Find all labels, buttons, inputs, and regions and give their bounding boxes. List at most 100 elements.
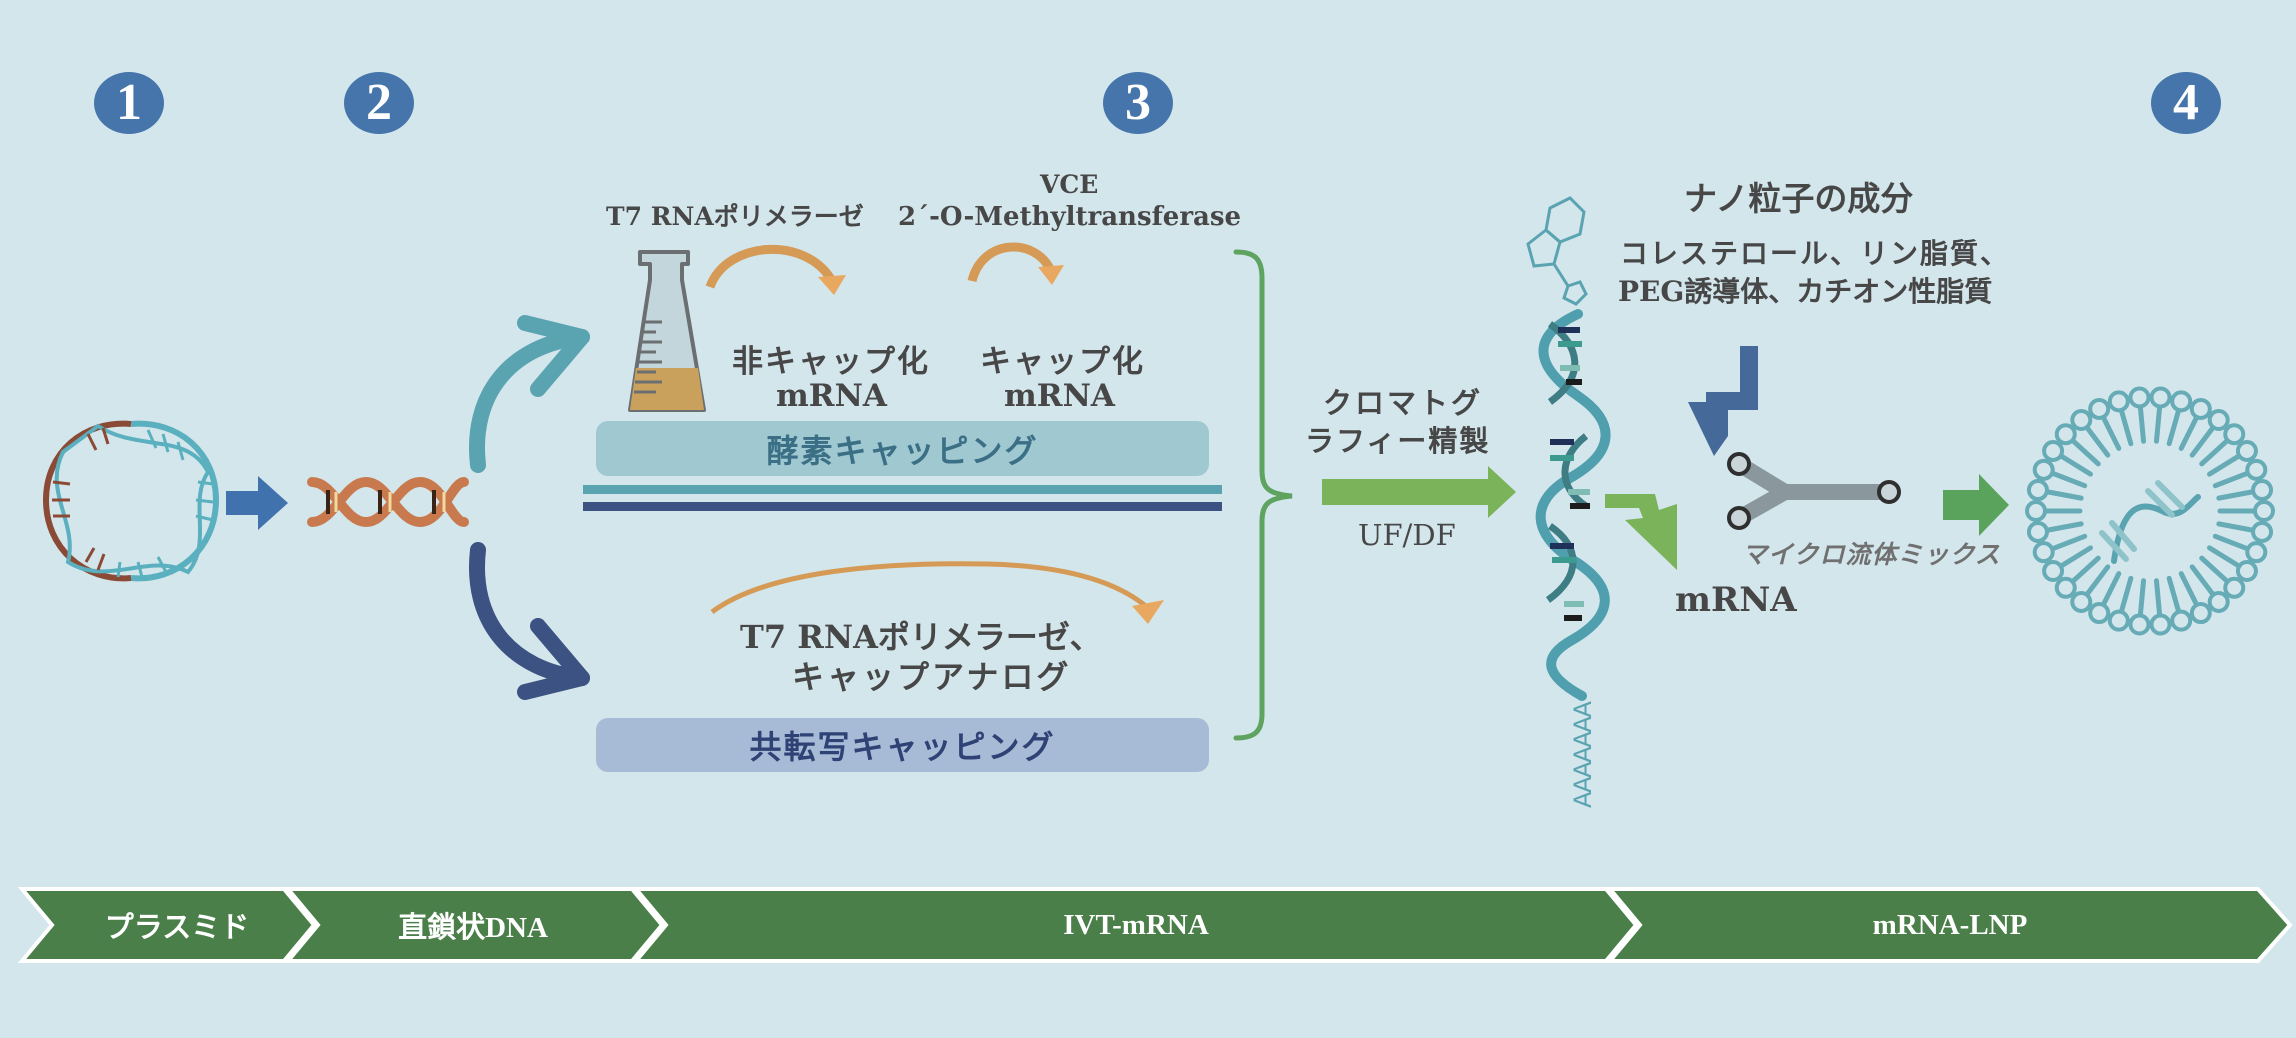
step-badge-2: 2: [344, 72, 414, 134]
cotranscriptional-capping-box: 共転写キャッピング: [596, 718, 1209, 772]
lipid-tail: [2050, 533, 2088, 552]
purification-label-1: クロマトグ: [1323, 386, 1484, 420]
branch-arrow-down-icon: [469, 542, 590, 700]
lipid-tail: [2153, 404, 2163, 444]
polya-tail-label: AAAAAAA: [1569, 703, 1597, 808]
lipid-head: [2128, 613, 2151, 636]
lipid-head: [2026, 520, 2049, 543]
enzyme-arrow-2-icon: [967, 242, 1064, 285]
lipid-head: [2245, 458, 2268, 481]
nanoparticle-components-2: PEG誘導体、カチオン性脂質: [1618, 275, 1993, 308]
mrna-label: mRNA: [1675, 580, 1797, 620]
lipid-tail: [2216, 489, 2255, 501]
divider-navy: [583, 502, 1222, 511]
lipid-tail: [2199, 438, 2230, 467]
step-badge-4: 4: [2151, 72, 2221, 134]
arrow-right-icon: [226, 476, 288, 530]
nanoparticle-title: ナノ粒子の成分: [1684, 179, 1914, 218]
lipid-tail: [2050, 470, 2088, 489]
lipid-tail: [2166, 575, 2181, 614]
lipid-tail: [2212, 533, 2250, 552]
uncapped-mrna-label-1: 非キャップ化: [732, 344, 930, 380]
lipid-tail: [2199, 555, 2230, 584]
lipid-head: [2070, 409, 2093, 432]
lipid-head: [2042, 439, 2065, 462]
lipid-head: [2107, 390, 2130, 413]
lipid-head: [2245, 541, 2268, 564]
lipid-head: [2088, 602, 2111, 625]
lipid-tail: [2084, 564, 2111, 597]
lipid-head: [2128, 386, 2151, 409]
lipid-head: [2223, 576, 2246, 599]
lipid-tail: [2045, 489, 2084, 501]
pipeline-segment-2: [283, 887, 665, 963]
lipid-tail: [2101, 571, 2122, 607]
lipid-tail: [2216, 521, 2255, 533]
lipid-tail: [2207, 545, 2241, 569]
lipid-head: [2054, 423, 2077, 446]
lipid-tail: [2059, 453, 2093, 477]
enzyme-vce-label: VCE: [1040, 170, 1099, 199]
lipid-tail: [2178, 571, 2199, 607]
lipid-head: [2189, 397, 2212, 420]
capped-mrna-label-1: キャップ化: [980, 344, 1145, 380]
purification-label-2: ラフィー精製: [1305, 424, 1491, 458]
lipid-tail: [2045, 521, 2084, 533]
divider-teal: [583, 485, 1222, 494]
lipid-tail: [2207, 453, 2241, 477]
lipid-tail: [2212, 470, 2250, 489]
pipeline-segment-1: [17, 887, 317, 963]
lipid-tail: [2137, 404, 2147, 444]
lipid-head: [2054, 576, 2077, 599]
lipid-tail: [2070, 555, 2101, 584]
pipeline-segment-4: [1605, 887, 2293, 963]
lipid-nanoparticle-icon: [2025, 386, 2275, 636]
cotranscription-arrow-icon: [710, 561, 1164, 624]
plasmid-icon: [43, 420, 219, 582]
lipid-head: [2251, 479, 2274, 502]
lipid-head: [2235, 560, 2258, 583]
lipid-input-arrow-icon: [1688, 346, 1758, 456]
lipid-tail: [2153, 578, 2163, 618]
branch-arrow-up-icon: [469, 315, 590, 473]
pipeline-label-ivt-mrna: IVT-mRNA: [1063, 908, 1209, 941]
pipeline-label-plasmid: プラスミド: [104, 912, 250, 944]
linear-dna-icon: [307, 476, 469, 528]
mrna-branch-arrow-icon: [1605, 494, 1677, 570]
microfluidic-mixer-icon: [1727, 452, 1901, 530]
lipid-tail: [2189, 564, 2216, 597]
uncapped-mrna-label-2: mRNA: [776, 378, 887, 414]
pipeline-label-mrna-lnp: mRNA-LNP: [1872, 908, 2028, 941]
lipid-head: [2025, 500, 2047, 522]
lipid-head: [2207, 590, 2230, 613]
purification-arrow-icon: [1322, 466, 1516, 518]
lipid-tail: [2137, 578, 2147, 618]
lipid-tail: [2070, 438, 2101, 467]
capped-mrna-label-2: mRNA: [1004, 378, 1115, 414]
mrna-strand-icon: [1526, 196, 1611, 701]
pipeline-label-linear-dna: 直鎖状DNA: [398, 912, 548, 944]
enzyme-mtase-label: 2´-O-Methyltransferase: [898, 202, 1242, 232]
flask-icon: [628, 250, 706, 412]
lipid-tail: [2059, 545, 2093, 569]
enzyme-arrow-1-icon: [705, 245, 846, 295]
lipid-head: [2070, 590, 2093, 613]
lipid-head: [2042, 560, 2065, 583]
lipid-tail: [2119, 575, 2134, 614]
lipid-head: [2149, 613, 2172, 636]
lipid-head: [2107, 609, 2130, 632]
lipid-head: [2026, 479, 2049, 502]
ufdf-label: UF/DF: [1358, 518, 1456, 552]
lipid-tail: [2084, 425, 2111, 458]
step-badge-1: 1: [94, 72, 164, 134]
lipid-head: [2207, 409, 2230, 432]
microfluidic-mixing-label: マイクロ流体ミックス: [1742, 540, 2001, 569]
lipid-head: [2170, 390, 2193, 413]
enzyme-t7-label: T7 RNAポリメラーゼ: [606, 202, 864, 231]
lipid-head: [2253, 500, 2275, 522]
lipid-head: [2235, 439, 2258, 462]
lipid-head: [2149, 386, 2172, 409]
lnp-arrow-icon: [1943, 474, 2009, 536]
lipid-tail: [2119, 408, 2134, 447]
lipid-head: [2032, 458, 2055, 481]
